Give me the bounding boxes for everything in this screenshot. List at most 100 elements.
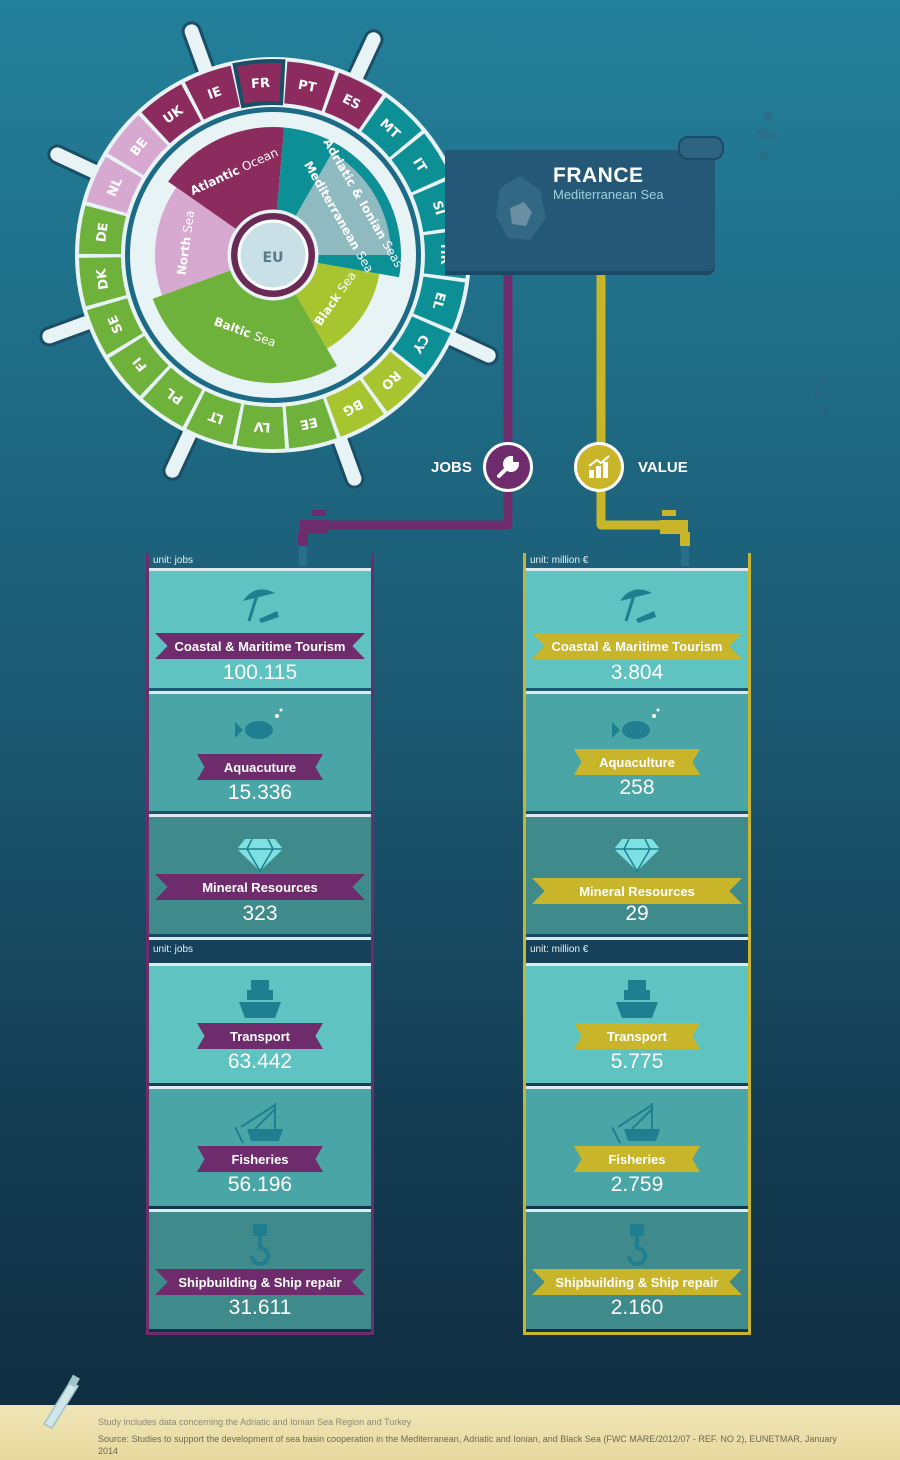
value-tourism-label: Coastal & Maritime Tourism xyxy=(532,633,742,659)
value-mineral-cell: Mineral Resources 29 xyxy=(526,814,748,934)
country-segment-be[interactable] xyxy=(107,115,168,176)
value-unit-top: unit: million € xyxy=(530,555,589,566)
country-segment-ie[interactable] xyxy=(184,65,240,120)
country-segment-dk[interactable] xyxy=(79,257,127,307)
country-label-fr: FR xyxy=(251,76,271,92)
jobs-tourism-cell: Coastal & Maritime Tourism 100.115 xyxy=(149,568,371,688)
value-tourism-cell: Coastal & Maritime Tourism 3.804 xyxy=(526,568,748,688)
footer-note: Study includes data concerning the Adria… xyxy=(98,1417,412,1427)
sea-basin-north[interactable] xyxy=(155,187,237,296)
country-segment-cy[interactable] xyxy=(392,316,451,376)
country-label-es: ES xyxy=(340,92,363,114)
jobs-aquaculture-value: 15.336 xyxy=(227,781,293,804)
country-label-lt: LT xyxy=(207,407,226,426)
selected-sea: Mediterranean Sea xyxy=(553,187,664,202)
value-aquaculture-label: Aquaculture xyxy=(574,749,700,775)
country-segment-uk[interactable] xyxy=(141,84,202,144)
ship-icon xyxy=(616,980,658,1018)
jobs-transport-label: Transport xyxy=(197,1023,323,1049)
country-segment-bg[interactable] xyxy=(326,379,384,437)
country-segment-fi[interactable] xyxy=(108,335,169,396)
country-label-el: EL xyxy=(429,290,448,311)
jobs-tourism-label: Coastal & Maritime Tourism xyxy=(155,633,365,659)
country-segment-el[interactable] xyxy=(413,276,466,330)
sea-basin-baltic[interactable] xyxy=(152,270,337,383)
jobs-mineral-value: 323 xyxy=(242,902,278,925)
jobs-fisheries-label: Fisheries xyxy=(197,1146,323,1172)
scroll-roll xyxy=(678,136,724,160)
value-shipbuilding-cell: Shipbuilding & Ship repair 2.160 xyxy=(526,1209,748,1329)
fishing-boat-icon xyxy=(612,1103,660,1144)
eu-center-button[interactable] xyxy=(237,219,309,291)
jobs-unit-top: unit: jobs xyxy=(153,555,194,566)
value-transport-cell: Transport 5.775 xyxy=(526,963,748,1083)
country-segment-it[interactable] xyxy=(391,133,450,193)
country-segment-nl[interactable] xyxy=(86,156,142,214)
value-fisheries-cell: Fisheries 2.759 xyxy=(526,1086,748,1206)
country-segment-ro[interactable] xyxy=(362,351,423,412)
selected-country: FRANCE xyxy=(553,164,644,187)
fishing-boat-icon xyxy=(235,1103,283,1144)
country-label-ie: IE xyxy=(206,84,224,103)
jobs-mineral-label: Mineral Resources xyxy=(155,874,365,900)
value-aquaculture-value: 258 xyxy=(619,776,655,799)
country-segment-mt[interactable] xyxy=(361,97,422,158)
beach-umbrella-icon xyxy=(243,589,279,623)
jobs-shipbuilding-label: Shipbuilding & Ship repair xyxy=(155,1269,365,1295)
sea-basin-adriatic-ionian[interactable] xyxy=(295,152,391,255)
eu-center-label: EU xyxy=(263,250,284,266)
country-segment-pt[interactable] xyxy=(284,61,336,112)
crane-hook-icon xyxy=(250,1224,270,1266)
value-shipbuilding-label: Shipbuilding & Ship repair xyxy=(532,1269,742,1295)
sea-basin-atlantic[interactable] xyxy=(168,126,285,230)
country-label-dk: DK xyxy=(94,267,112,291)
selected-region-banner xyxy=(445,150,715,275)
value-unit-bottom: unit: million € xyxy=(530,944,589,955)
jobs-label: JOBS xyxy=(431,459,472,476)
jobs-transport-value: 63.442 xyxy=(227,1050,293,1073)
jobs-aquaculture-label: Aquacuture xyxy=(197,754,323,780)
beach-umbrella-icon xyxy=(620,589,656,623)
country-segment-de[interactable] xyxy=(79,205,127,255)
value-fisheries-label: Fisheries xyxy=(574,1146,700,1172)
jobs-tourism-value: 100.115 xyxy=(222,661,298,684)
bottle-icon xyxy=(42,1374,80,1429)
country-segment-se[interactable] xyxy=(87,298,143,355)
country-segment-lt[interactable] xyxy=(186,390,242,445)
jobs-aquaculture-cell: Aquacuture 15.336 xyxy=(149,691,371,811)
jobs-unit-bottom: unit: jobs xyxy=(153,944,194,955)
value-transport-label: Transport xyxy=(574,1023,700,1049)
value-tourism-value: 3.804 xyxy=(610,661,664,684)
fish-icon xyxy=(612,708,660,739)
country-label-nl: NL xyxy=(105,176,126,200)
country-segment-lv[interactable] xyxy=(236,404,286,450)
country-segment-pl[interactable] xyxy=(142,367,203,427)
pipes xyxy=(298,275,690,566)
jobs-shipbuilding-value: 31.611 xyxy=(228,1296,292,1319)
sand-footer xyxy=(0,1405,900,1460)
sea-basin-label-1: North Sea xyxy=(174,210,197,276)
france-map-icon xyxy=(496,176,546,240)
value-mineral-label: Mineral Resources xyxy=(532,878,742,904)
jobs-fisheries-value: 56.196 xyxy=(227,1173,293,1196)
value-label: VALUE xyxy=(638,459,688,476)
country-segment-fr[interactable] xyxy=(232,59,286,109)
fish-icon xyxy=(235,708,283,739)
value-transport-value: 5.775 xyxy=(610,1050,664,1073)
country-label-ee: EE xyxy=(298,414,318,432)
value-fisheries-value: 2.759 xyxy=(610,1173,664,1196)
growth-chart-icon xyxy=(588,455,610,478)
country-label-lv: LV xyxy=(253,418,270,434)
value-chart-badge[interactable] xyxy=(574,442,624,492)
jobs-transport-cell: Transport 63.442 xyxy=(149,963,371,1083)
diamond-icon xyxy=(614,838,660,873)
value-unit-divider: unit: million € xyxy=(526,937,748,965)
jobs-fisheries-cell: Fisheries 56.196 xyxy=(149,1086,371,1206)
jobs-wrench-badge[interactable] xyxy=(483,442,533,492)
crane-hook-icon xyxy=(627,1224,647,1266)
country-label-de: DE xyxy=(94,222,111,243)
sea-basin-black[interactable] xyxy=(295,262,380,349)
country-segment-es[interactable] xyxy=(324,72,383,130)
bubbles-decoration xyxy=(756,111,778,161)
country-segment-ee[interactable] xyxy=(285,398,337,449)
